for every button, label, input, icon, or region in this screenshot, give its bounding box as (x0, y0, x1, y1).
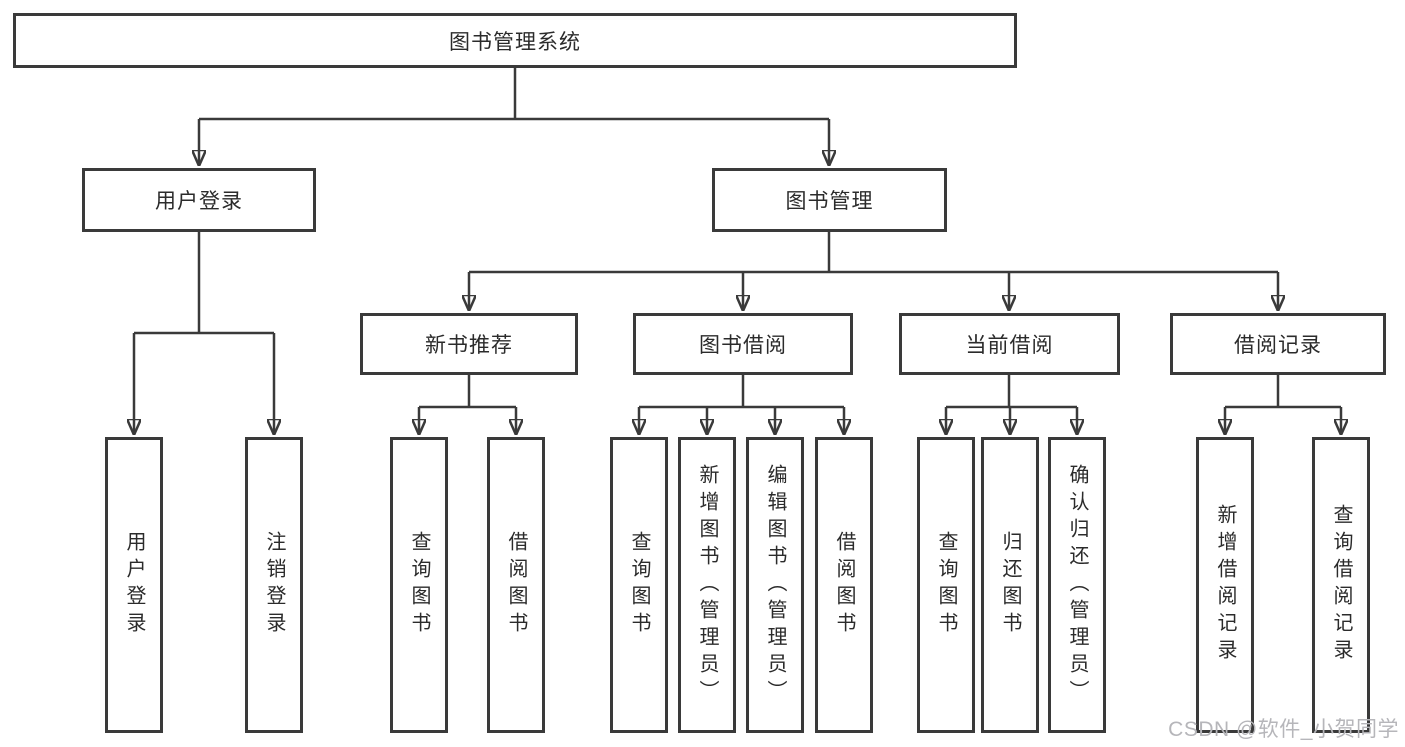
node-book-management: 图书管理 (712, 168, 947, 232)
leaf-label: 查询图书 (935, 531, 957, 639)
leaf-label: 查询借阅记录 (1330, 504, 1352, 666)
node-current-borrowing: 当前借阅 (899, 313, 1120, 375)
leaf-query-books-current: 查询图书 (917, 437, 975, 733)
node-label: 当前借阅 (965, 334, 1054, 357)
node-label: 借阅记录 (1234, 334, 1322, 357)
node-borrowing-records: 借阅记录 (1170, 313, 1386, 375)
leaf-query-books-borrow: 查询图书 (610, 437, 668, 733)
leaf-label: 新增借阅记录 (1214, 504, 1236, 666)
connector-user-login-to-leaves (134, 232, 274, 435)
leaf-label: 编辑图书（管理员） (764, 463, 786, 707)
node-library-management-system: 图书管理系统 (13, 13, 1017, 68)
leaf-query-books-recommend: 查询图书 (390, 437, 448, 733)
leaf-add-book-admin: 新增图书（管理员） (678, 437, 736, 733)
leaf-logout: 注销登录 (245, 437, 303, 733)
csdn-watermark: CSDN @软件_小贺同学 (1168, 718, 1399, 741)
connector-current-borrow-to-leaves (946, 375, 1077, 435)
leaf-label: 借阅图书 (505, 531, 527, 639)
leaf-label: 归还图书 (999, 531, 1021, 639)
leaf-label: 新增图书（管理员） (696, 463, 718, 707)
leaf-label: 用户登录 (123, 531, 145, 639)
connector-book-borrow-to-leaves (639, 375, 844, 435)
connector-root-to-level2 (199, 68, 829, 166)
connector-book-management-to-level3 (469, 232, 1278, 311)
node-label: 图书管理系统 (449, 30, 581, 54)
leaf-label: 查询图书 (408, 531, 430, 639)
leaf-label: 确认归还（管理员） (1066, 463, 1088, 707)
leaf-edit-book-admin: 编辑图书（管理员） (746, 437, 804, 733)
leaf-user-login: 用户登录 (105, 437, 163, 733)
leaf-return-books: 归还图书 (981, 437, 1039, 733)
leaf-confirm-return-admin: 确认归还（管理员） (1048, 437, 1106, 733)
leaf-query-borrow-record: 查询借阅记录 (1312, 437, 1370, 733)
leaf-borrow-books-recommend: 借阅图书 (487, 437, 545, 733)
node-label: 图书借阅 (699, 334, 787, 357)
node-label: 新书推荐 (425, 334, 513, 357)
node-label: 图书管理 (785, 190, 874, 213)
leaf-label: 借阅图书 (833, 531, 855, 639)
leaf-label: 注销登录 (263, 531, 285, 639)
node-book-borrowing: 图书借阅 (633, 313, 853, 375)
connector-borrow-records-to-leaves (1225, 375, 1341, 435)
node-user-login: 用户登录 (82, 168, 316, 232)
leaf-add-borrow-record: 新增借阅记录 (1196, 437, 1254, 733)
node-new-book-recommendation: 新书推荐 (360, 313, 578, 375)
node-label: 用户登录 (155, 190, 243, 213)
connector-new-book-to-leaves (419, 375, 516, 435)
leaf-label: 查询图书 (628, 531, 650, 639)
leaf-borrow-books: 借阅图书 (815, 437, 873, 733)
